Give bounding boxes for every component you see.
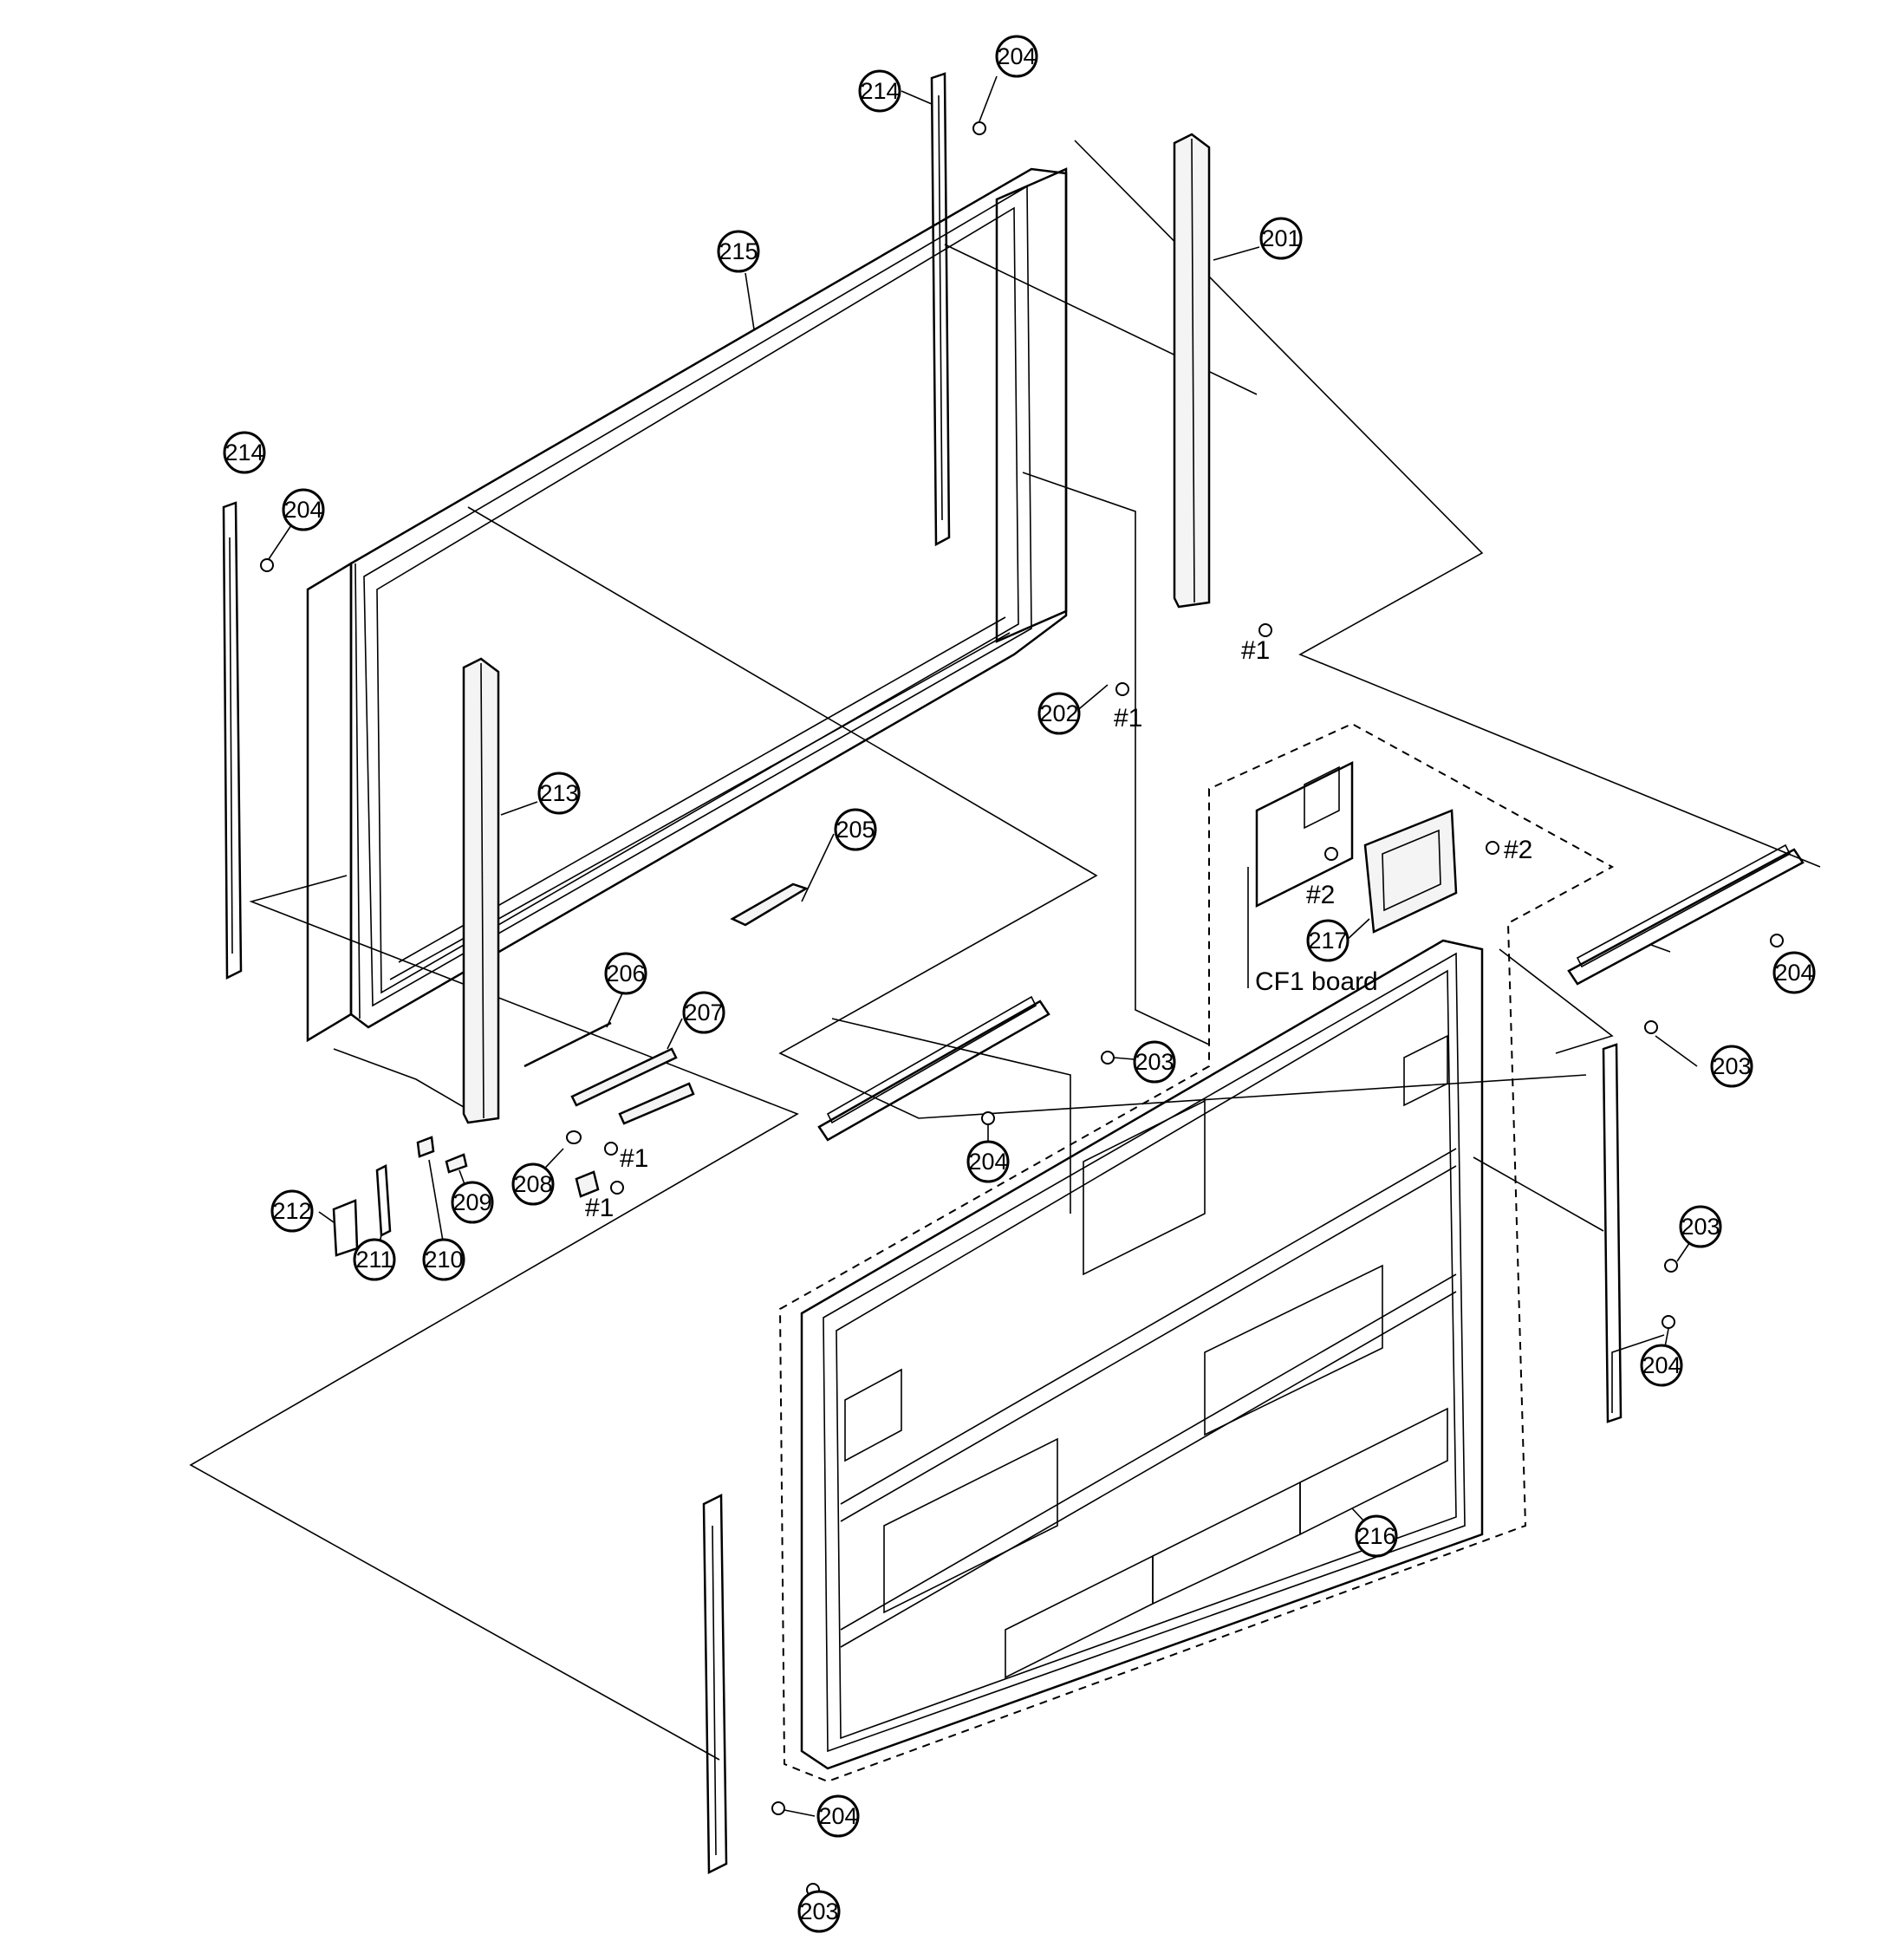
callouts: 214 204 215 201 214 204 213 202 205 206 … bbox=[223, 35, 1816, 1933]
rail-center bbox=[817, 995, 1050, 1142]
callout-203-right: 203 bbox=[1679, 1205, 1722, 1248]
svg-text:203: 203 bbox=[1681, 1214, 1720, 1240]
screw-label-1-lower-a: #1 bbox=[620, 1144, 648, 1173]
svg-text:203: 203 bbox=[799, 1898, 838, 1924]
svg-text:204: 204 bbox=[997, 43, 1036, 69]
callout-201: 201 bbox=[1259, 217, 1303, 260]
callout-202: 202 bbox=[1037, 692, 1081, 735]
callout-204-top: 204 bbox=[995, 35, 1038, 78]
callout-205: 205 bbox=[834, 808, 877, 851]
screw-labels: #1 #1 #1 #1 #2 #2 CF1 board bbox=[585, 636, 1532, 1222]
bracket-214-left bbox=[222, 501, 243, 980]
callout-203-bottom: 203 bbox=[797, 1890, 841, 1933]
callout-214-top: 214 bbox=[858, 69, 901, 113]
strip-205 bbox=[730, 882, 809, 927]
callout-203-right-top: 203 bbox=[1710, 1045, 1753, 1088]
callout-213: 213 bbox=[537, 772, 581, 815]
bracket-right-vertical bbox=[1602, 1043, 1623, 1423]
callout-211: 211 bbox=[353, 1238, 396, 1281]
small-parts-208-212 bbox=[332, 1130, 600, 1257]
callout-204-center: 204 bbox=[966, 1140, 1010, 1183]
svg-text:211: 211 bbox=[355, 1247, 393, 1273]
main-chassis-216 bbox=[778, 722, 1615, 1783]
rail-right bbox=[1567, 843, 1805, 986]
callout-212: 212 bbox=[270, 1189, 314, 1233]
svg-text:205: 205 bbox=[836, 817, 875, 843]
screw-label-1-top-right: #1 bbox=[1241, 636, 1270, 665]
assembly-guide-lines bbox=[189, 140, 1821, 1761]
screws bbox=[260, 121, 1784, 1897]
screw-label-1-frame: #1 bbox=[1114, 704, 1142, 733]
callout-203-center: 203 bbox=[1133, 1040, 1176, 1084]
callout-210: 210 bbox=[422, 1238, 465, 1281]
svg-text:217: 217 bbox=[1308, 928, 1347, 954]
svg-text:204: 204 bbox=[968, 1149, 1007, 1175]
svg-text:214: 214 bbox=[860, 78, 899, 104]
callout-215: 215 bbox=[717, 230, 760, 273]
callout-207: 207 bbox=[682, 991, 725, 1034]
svg-text:204: 204 bbox=[283, 497, 322, 523]
svg-text:204: 204 bbox=[1774, 960, 1813, 986]
callout-204-bottom: 204 bbox=[816, 1794, 860, 1838]
svg-text:209: 209 bbox=[452, 1189, 491, 1215]
bracket-bottom-vertical bbox=[702, 1493, 728, 1875]
svg-text:207: 207 bbox=[684, 1000, 723, 1026]
strips-206-207 bbox=[524, 1021, 695, 1125]
svg-text:210: 210 bbox=[424, 1247, 463, 1273]
svg-text:206: 206 bbox=[606, 960, 645, 987]
svg-text:213: 213 bbox=[539, 780, 578, 806]
svg-text:203: 203 bbox=[1135, 1049, 1174, 1075]
callout-206: 206 bbox=[604, 952, 647, 995]
callout-204-left: 204 bbox=[282, 488, 325, 531]
svg-text:216: 216 bbox=[1356, 1523, 1395, 1549]
cf1-board-label: CF1 board bbox=[1255, 967, 1378, 996]
callout-214-left: 214 bbox=[223, 431, 266, 474]
bracket-214-top bbox=[930, 72, 951, 547]
callout-204-right-top: 204 bbox=[1772, 951, 1816, 994]
svg-text:204: 204 bbox=[818, 1803, 857, 1829]
svg-text:215: 215 bbox=[719, 238, 758, 264]
callout-216: 216 bbox=[1355, 1514, 1398, 1558]
side-pillar-213 bbox=[462, 657, 500, 1124]
callout-209: 209 bbox=[451, 1181, 494, 1224]
callout-208: 208 bbox=[511, 1162, 555, 1206]
callout-217: 217 bbox=[1306, 919, 1349, 962]
svg-text:202: 202 bbox=[1039, 700, 1078, 726]
screw-label-2-right: #2 bbox=[1504, 836, 1532, 864]
svg-text:201: 201 bbox=[1261, 225, 1300, 251]
side-pillar-201 bbox=[1173, 133, 1211, 609]
screw-label-1-lower-b: #1 bbox=[585, 1194, 614, 1222]
svg-text:208: 208 bbox=[513, 1171, 552, 1197]
front-frame-215 bbox=[306, 167, 1068, 1043]
svg-text:204: 204 bbox=[1642, 1352, 1681, 1378]
svg-text:203: 203 bbox=[1712, 1053, 1751, 1079]
svg-text:214: 214 bbox=[224, 440, 263, 466]
screw-label-2-left: #2 bbox=[1306, 881, 1335, 909]
callout-204-right: 204 bbox=[1640, 1344, 1683, 1387]
svg-text:212: 212 bbox=[272, 1198, 311, 1224]
cf1-board-and-217 bbox=[1247, 760, 1458, 988]
